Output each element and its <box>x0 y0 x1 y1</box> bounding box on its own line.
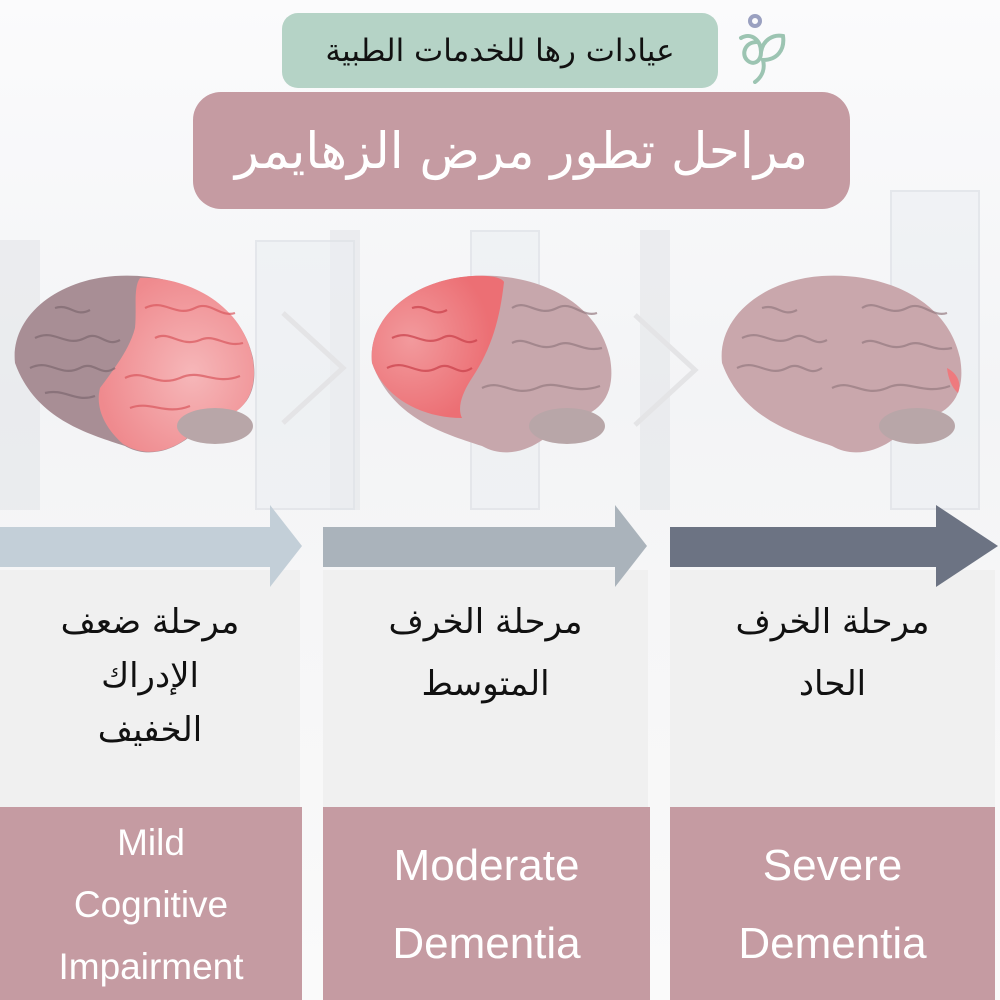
stage-english-line: Dementia <box>392 918 581 968</box>
stage-arabic-line: الحاد <box>798 664 867 704</box>
stage-arabic-line: المتوسط <box>421 664 550 704</box>
stage-english-label-box: Severe Dementia <box>670 807 995 1000</box>
stage-english-label-box: Moderate Dementia <box>323 807 650 1000</box>
stage-arabic-line: الخفيف <box>97 710 203 750</box>
brain-temporal-parietal-highlight-icon <box>14 275 255 453</box>
progress-arrow-icon <box>670 505 1000 587</box>
chevron-right-icon <box>633 313 699 427</box>
stage-english-line: Dementia <box>738 918 927 968</box>
leaf-person-logo-icon <box>739 14 786 84</box>
progress-arrow-icon <box>323 505 653 587</box>
progress-arrow-icon <box>0 505 305 587</box>
stage-english-line: Impairment <box>58 945 244 987</box>
stage-english-line: Mild <box>117 821 185 863</box>
stage-column-moderate: مرحلة الخرف المتوسط Moderate Dementia <box>323 505 653 1000</box>
stage-arabic-label-box: مرحلة الخرف المتوسط <box>323 570 648 810</box>
stage-english-line: Cognitive <box>73 883 229 925</box>
brain-frontal-highlight-icon <box>371 275 612 453</box>
stage-arabic-line: مرحلة ضعف <box>60 602 240 642</box>
stage-english-line: Moderate <box>393 840 580 890</box>
brand-name: عيادات رها للخدمات الطبية <box>325 32 675 69</box>
stage-arabic-line: الإدراك <box>101 656 199 696</box>
page-title: مراحل تطور مرض الزهايمر <box>234 121 809 180</box>
stage-english-label-box: Mild Cognitive Impairment <box>0 807 302 1000</box>
brand-name-pill: عيادات رها للخدمات الطبية <box>282 13 718 88</box>
page-title-pill: مراحل تطور مرض الزهايمر <box>193 92 850 209</box>
stage-arabic-label-box: مرحلة ضعف الإدراك الخفيف <box>0 570 300 810</box>
stage-arabic-line: مرحلة الخرف <box>735 602 930 642</box>
stage-arabic-line: مرحلة الخرف <box>388 602 583 642</box>
stage-column-mild: مرحلة ضعف الإدراك الخفيف Mild Cognitive … <box>0 505 305 1000</box>
chevron-right-icon <box>281 311 347 425</box>
stage-english-line: Severe <box>762 840 903 890</box>
stage-column-severe: مرحلة الخرف الحاد Severe Dementia <box>670 505 1000 1000</box>
brain-occipital-highlight-icon <box>721 275 962 453</box>
stage-arabic-label-box: مرحلة الخرف الحاد <box>670 570 995 810</box>
